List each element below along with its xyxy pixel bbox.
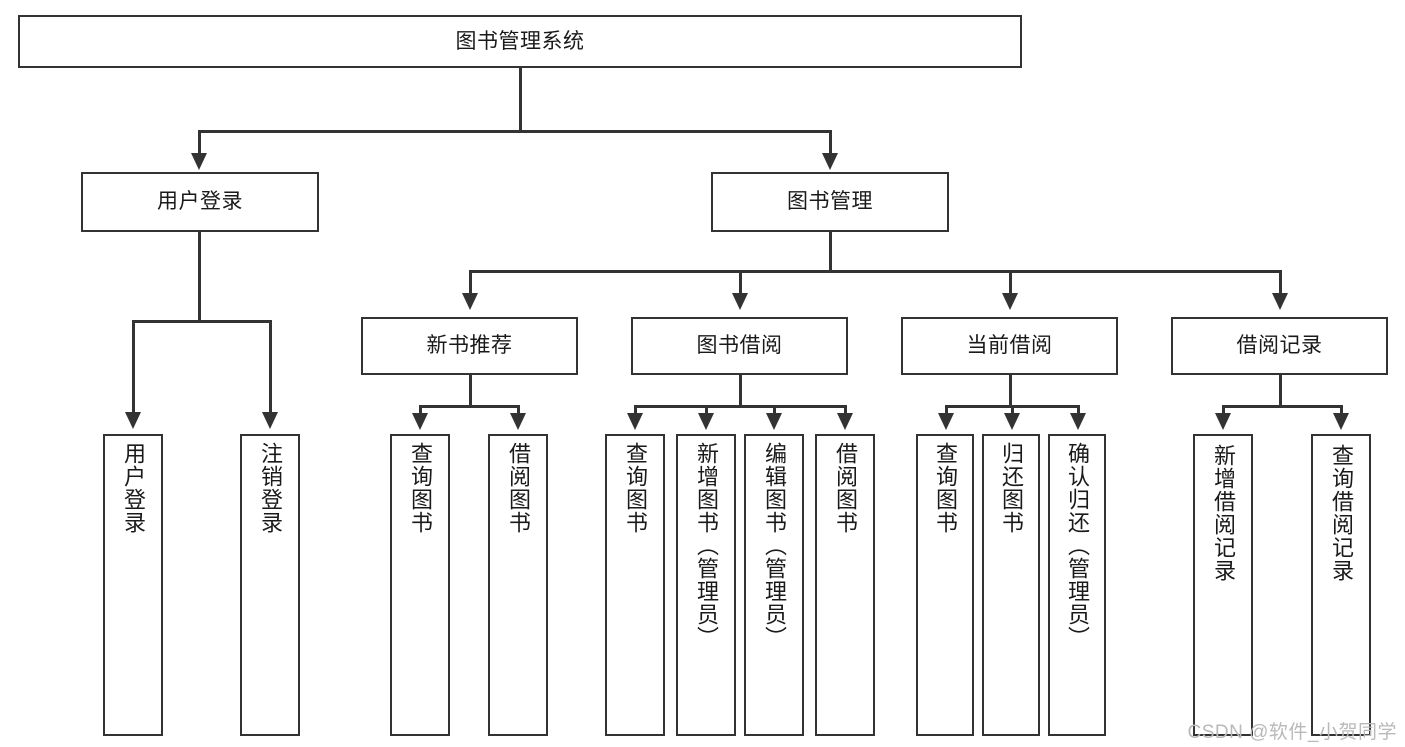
arrowhead-user-login-leaf-1	[125, 412, 141, 429]
leaf-bb-add-book-admin[interactable]: 新增图书（管理员）	[676, 434, 736, 736]
connector-level3-drop-4	[1279, 270, 1282, 296]
node-label: 新增图书（管理员）	[693, 442, 719, 649]
connector-user-login-drop-2	[269, 320, 272, 415]
connector-current-borrow-stem	[1009, 375, 1012, 407]
node-borrow-record[interactable]: 借阅记录	[1171, 317, 1388, 375]
arrowhead-bb-leaf-4	[837, 413, 853, 430]
leaf-bb-query-book[interactable]: 查询图书	[605, 434, 665, 736]
node-label: 借阅图书	[505, 442, 531, 534]
node-label: 当前借阅	[966, 334, 1053, 358]
arrowhead-cb-leaf-3	[1070, 413, 1086, 430]
leaf-br-query-record[interactable]: 查询借阅记录	[1311, 434, 1371, 736]
connector-root-bus	[198, 130, 831, 133]
csdn-watermark: CSDN @软件_小贺同学	[1187, 722, 1397, 743]
node-label: 归还图书	[998, 442, 1024, 534]
node-label: 用户登录	[157, 190, 243, 214]
leaf-br-add-record[interactable]: 新增借阅记录	[1193, 434, 1253, 736]
connector-borrow-record-stem	[1279, 375, 1282, 407]
arrowhead-bb-leaf-1	[627, 413, 643, 430]
node-book-management[interactable]: 图书管理	[711, 172, 949, 232]
connector-nbr-drop-2	[517, 405, 520, 416]
arrowhead-to-book-management	[822, 153, 838, 170]
connector-user-login-drop-1	[132, 320, 135, 415]
connector-root-drop-left	[198, 130, 201, 156]
leaf-user-login-login[interactable]: 用户登录	[103, 434, 163, 736]
connector-user-login-stem	[198, 232, 201, 322]
arrowhead-bb-leaf-3	[766, 413, 782, 430]
node-label: 用户登录	[120, 442, 146, 534]
node-current-borrow[interactable]: 当前借阅	[901, 317, 1118, 375]
arrowhead-user-login-leaf-2	[262, 412, 278, 429]
node-book-borrow[interactable]: 图书借阅	[631, 317, 848, 375]
connector-level3-bus	[469, 270, 1281, 273]
node-root-book-management-system[interactable]: 图书管理系统	[18, 15, 1022, 68]
node-label: 查询图书	[622, 442, 648, 534]
arrowhead-cb-leaf-2	[1004, 413, 1020, 430]
connector-level3-drop-3	[1009, 270, 1012, 296]
node-label: 借阅记录	[1236, 334, 1323, 358]
arrowhead-nbr-leaf-1	[412, 413, 428, 430]
leaf-bb-borrow-book[interactable]: 借阅图书	[815, 434, 875, 736]
arrowhead-to-user-login	[191, 153, 207, 170]
connector-bb-drop-4	[844, 405, 847, 416]
node-label: 查询图书	[932, 442, 958, 534]
arrowhead-to-new-book-recommend	[462, 293, 478, 310]
leaf-cb-return-book[interactable]: 归还图书	[982, 434, 1040, 736]
connector-new-book-recommend-stem	[469, 375, 472, 407]
node-label: 新书推荐	[426, 334, 513, 358]
leaf-nbr-query-book[interactable]: 查询图书	[390, 434, 450, 736]
node-label: 查询图书	[407, 442, 433, 534]
connector-cb-drop-2	[1011, 405, 1014, 416]
connector-br-drop-2	[1340, 405, 1343, 416]
arrowhead-to-book-borrow	[732, 293, 748, 310]
connector-cb-drop-1	[945, 405, 948, 416]
leaf-cb-confirm-return-admin[interactable]: 确认归还（管理员）	[1048, 434, 1106, 736]
leaf-user-login-logout[interactable]: 注销登录	[240, 434, 300, 736]
node-label: 图书管理系统	[455, 29, 585, 53]
leaf-cb-query-book[interactable]: 查询图书	[916, 434, 974, 736]
arrowhead-bb-leaf-2	[698, 413, 714, 430]
connector-level3-drop-2	[739, 270, 742, 296]
node-label: 确认归还（管理员）	[1064, 442, 1090, 649]
arrowhead-br-leaf-1	[1215, 413, 1231, 430]
connector-bb-drop-3	[773, 405, 776, 416]
node-label: 借阅图书	[832, 442, 858, 534]
connector-level3-drop-1	[469, 270, 472, 296]
arrowhead-to-current-borrow	[1002, 293, 1018, 310]
leaf-bb-edit-book-admin[interactable]: 编辑图书（管理员）	[744, 434, 804, 736]
node-label: 编辑图书（管理员）	[761, 442, 787, 649]
connector-borrow-record-bus	[1222, 405, 1342, 408]
arrowhead-cb-leaf-1	[938, 413, 954, 430]
connector-bb-drop-1	[634, 405, 637, 416]
connector-root-drop-right	[829, 130, 832, 156]
arrowhead-to-borrow-record	[1272, 293, 1288, 310]
arrowhead-br-leaf-2	[1333, 413, 1349, 430]
node-user-login[interactable]: 用户登录	[81, 172, 319, 232]
connector-new-book-recommend-bus	[419, 405, 520, 408]
node-label: 新增借阅记录	[1210, 444, 1236, 582]
connector-br-drop-1	[1222, 405, 1225, 416]
leaf-nbr-borrow-book[interactable]: 借阅图书	[488, 434, 548, 736]
node-label: 注销登录	[257, 442, 283, 534]
arrowhead-nbr-leaf-2	[510, 413, 526, 430]
connector-book-borrow-stem	[739, 375, 742, 407]
connector-book-borrow-bus	[634, 405, 846, 408]
connector-root-stem	[519, 68, 522, 132]
connector-book-management-stem	[829, 232, 832, 272]
connector-cb-drop-3	[1077, 405, 1080, 416]
node-new-book-recommend[interactable]: 新书推荐	[361, 317, 578, 375]
node-label: 图书借阅	[696, 334, 783, 358]
connector-nbr-drop-1	[419, 405, 422, 416]
node-label: 图书管理	[787, 190, 873, 214]
connector-user-login-bus	[132, 320, 269, 323]
node-label: 查询借阅记录	[1328, 444, 1354, 582]
connector-bb-drop-2	[705, 405, 708, 416]
